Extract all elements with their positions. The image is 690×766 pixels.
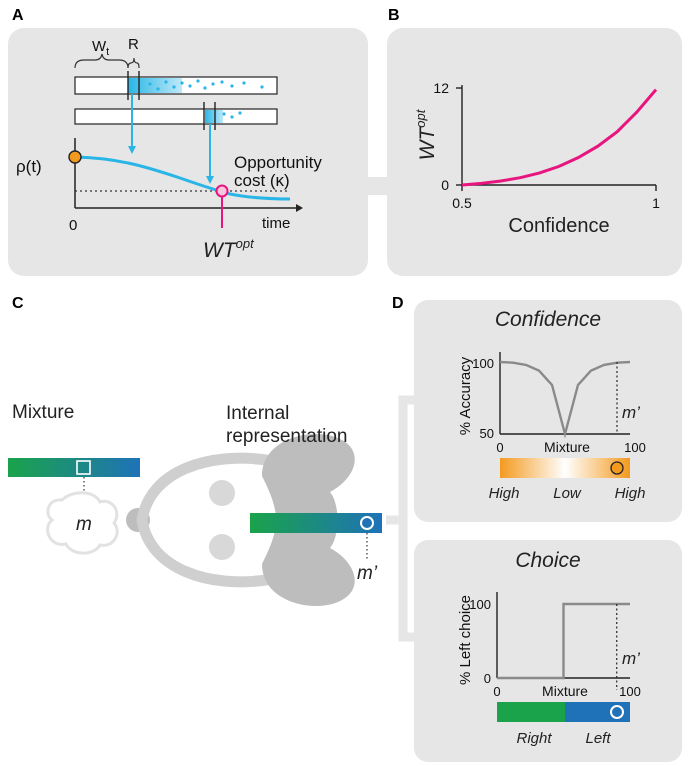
b-x-label: Confidence (508, 215, 609, 237)
conf-series-line (499, 360, 631, 439)
b-xtick-left: 0.5 (452, 195, 472, 211)
choice-xtick-right: 100 (619, 684, 641, 699)
a-x-zero: 0 (69, 217, 77, 234)
reward-window-2 (205, 110, 223, 123)
choice-scale-label-left: Left (585, 730, 611, 747)
reward-dots (148, 79, 264, 119)
m-label: m (76, 514, 92, 535)
panel-d-choice-bg (414, 540, 682, 762)
c-d-bracket (386, 395, 416, 642)
panel-a: Wt R ρ(t) Opportunity cost (κ) 0 time WT… (16, 36, 322, 262)
mixture-bar (8, 458, 140, 477)
opportunity-label-2: cost (κ) (234, 171, 290, 190)
conf-y-label: % Accuracy (457, 356, 474, 435)
panel-b: 12 0 0.5 1 Confidence WTopt (413, 80, 660, 237)
r-brace (127, 57, 140, 69)
choice-m-prime-label: m’ (622, 649, 640, 668)
b-series-line (461, 88, 658, 187)
b-xtick-right: 1 (652, 195, 660, 211)
panel-label-d: D (392, 295, 404, 312)
rho-curve (74, 155, 291, 201)
b-ytick-bottom: 0 (441, 177, 449, 193)
b-y-label: WTopt (413, 108, 439, 160)
panel-d-confidence: Confidence 100 50 0 100 Mixture % Accura… (457, 308, 646, 502)
choice-xtick-left: 0 (493, 684, 500, 699)
internal-label-2: representation (226, 426, 347, 447)
conf-ytick-bottom: 50 (480, 426, 494, 441)
panel-b-bg (387, 28, 682, 276)
choice-right-bar (497, 702, 565, 722)
confidence-marker (610, 461, 624, 475)
panel-c: Mixture m Internal representation m’ (8, 402, 382, 606)
opportunity-label-1: Opportunity (234, 153, 322, 172)
conf-scale-label-left: High (489, 485, 520, 502)
choice-ytick-top: 100 (469, 597, 491, 612)
conf-scale-label-right: High (615, 485, 646, 502)
c-m-prime-label: m’ (357, 563, 378, 584)
choice-series-line (497, 602, 630, 680)
panel-label-a: A (12, 7, 24, 24)
trial-bar-2 (74, 108, 278, 125)
panel-d-choice: Choice 100 0 0 100 Mixture % Left choice… (457, 549, 641, 747)
internal-representation-bar (250, 513, 382, 533)
conf-xtick-left: 0 (496, 440, 503, 455)
mixture-label: Mixture (12, 402, 74, 423)
wt-brace (74, 53, 129, 69)
confidence-scale-bar (500, 458, 630, 478)
rho-start-marker (68, 150, 82, 164)
choice-ytick-bottom: 0 (484, 671, 491, 686)
a-b-connector (365, 177, 391, 195)
internal-label-1: Internal (226, 403, 289, 424)
mixture-marker (76, 460, 91, 475)
panel-label-c: C (12, 295, 24, 312)
panel-label-b: B (388, 7, 400, 24)
panel-a-bg (8, 28, 368, 276)
m-prime-marker (360, 516, 374, 530)
choice-title: Choice (515, 549, 580, 572)
r-label: R (128, 36, 139, 53)
wt-label: Wt (92, 38, 109, 58)
choice-marker (610, 705, 624, 719)
choice-y-label: % Left choice (457, 595, 474, 685)
rho-label: ρ(t) (16, 157, 42, 176)
reward-window-1 (128, 78, 182, 93)
conf-scale-label-mid: Low (553, 485, 582, 502)
conf-ytick-top: 100 (472, 356, 494, 371)
b-ytick-top: 12 (433, 80, 449, 96)
conf-x-label: Mixture (544, 439, 590, 455)
wtopt-marker (215, 184, 229, 198)
conf-m-prime-label: m’ (622, 403, 640, 422)
a-x-label: time (262, 215, 290, 232)
choice-x-label: Mixture (542, 683, 588, 699)
odor-cloud (46, 491, 119, 555)
wtopt-label: WTopt (203, 236, 255, 262)
choice-scale-label-right: Right (516, 730, 552, 747)
confidence-title: Confidence (495, 308, 601, 331)
conf-xtick-right: 100 (624, 440, 646, 455)
